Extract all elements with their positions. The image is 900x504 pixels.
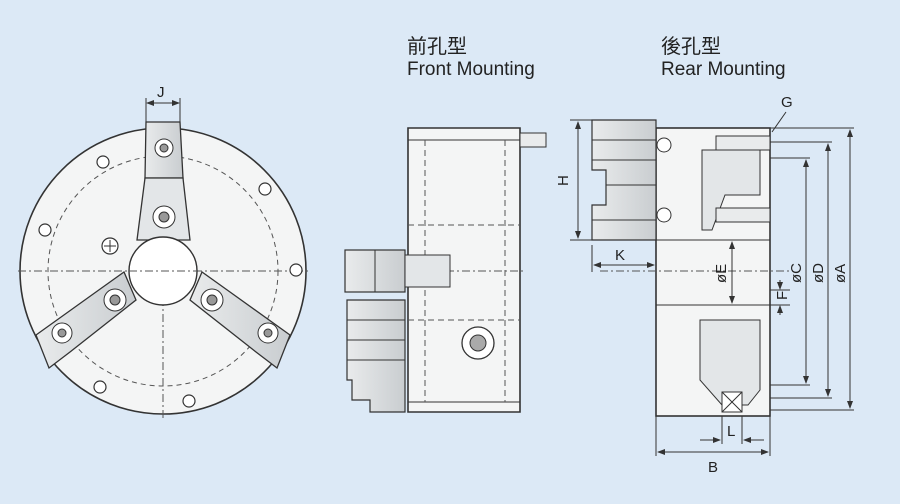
label-h: H [555,175,572,186]
rear-mounting-title-cn: 後孔型 [661,34,721,58]
front-view: J [18,84,308,420]
label-d: øD [810,263,827,283]
dimension-j [145,98,181,122]
front-pilot [519,132,547,148]
jaw-lower-right [189,271,291,370]
rear-dimension-lines [570,111,854,456]
mounting-hole-crosses [104,240,116,252]
label-f: F [774,291,791,300]
label-g: G [781,94,793,111]
front-jaw-block [346,299,406,413]
rear-mounting-side-view: G H K øE F øC øD øA L B [555,94,854,476]
front-mounting-title-en: Front Mounting [407,59,535,80]
front-mounting-title-cn: 前孔型 [407,34,467,58]
label-k: K [615,247,625,264]
jaw-top [136,121,191,241]
label-j: J [157,84,165,101]
rear-jaw-stack [591,119,657,241]
front-mounting-side-view [344,127,547,413]
label-c: øC [788,263,805,283]
rear-mounting-title-en: Rear Mounting [661,59,786,80]
label-e: øE [713,264,730,283]
label-a: øA [832,264,849,283]
label-l: L [727,423,735,440]
rear-bolts [656,135,771,223]
label-b: B [708,459,718,476]
jaw-lower-left [35,271,137,370]
